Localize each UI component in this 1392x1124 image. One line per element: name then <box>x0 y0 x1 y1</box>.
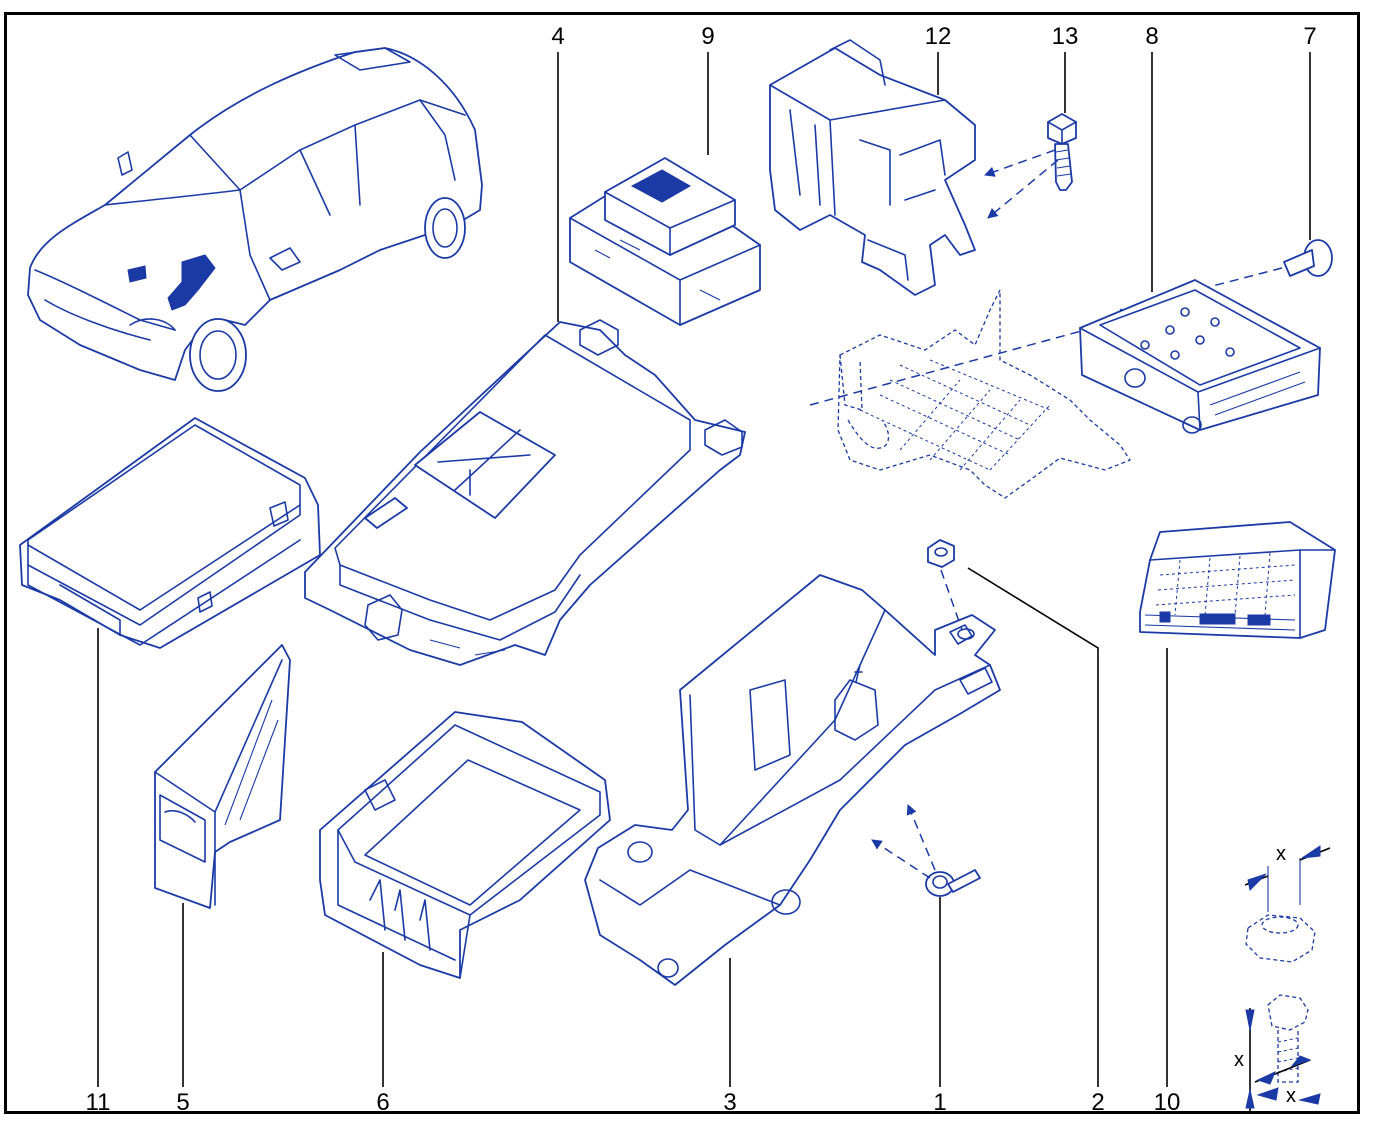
part-10-electronic-module <box>1139 521 1336 639</box>
callout-9: 9 <box>701 23 714 50</box>
bolt-dimension-x-left: x <box>1234 1049 1244 1071</box>
part-3-battery-tray <box>584 574 1001 986</box>
bolt-dimension-detail <box>1245 994 1321 1112</box>
callout-1: 1 <box>933 1089 946 1116</box>
part-1-bolt <box>871 804 981 897</box>
diagram-frame <box>4 12 1360 1114</box>
part-2-nut <box>927 539 975 640</box>
hidden-bracket-assembly <box>809 289 1131 499</box>
callout-13: 13 <box>1052 23 1079 50</box>
part-13-bolt <box>984 113 1077 219</box>
vehicle-location-view <box>27 47 483 392</box>
leader-lines <box>97 52 1311 1087</box>
callout-6: 6 <box>376 1089 389 1116</box>
nut-dimension-detail <box>1244 845 1331 963</box>
part-8-control-unit <box>1079 279 1321 434</box>
part-12-bracket <box>769 39 976 296</box>
part-5-panel <box>154 644 291 909</box>
callout-11: 11 <box>86 1089 111 1116</box>
bolt-dimension-x-bottom: x <box>1286 1085 1296 1107</box>
callout-7: 7 <box>1303 23 1316 50</box>
part-4-cover <box>304 319 746 666</box>
callout-2: 2 <box>1091 1089 1104 1116</box>
dimension-labels: x x x <box>1234 843 1296 1107</box>
callout-labels: 4 9 12 13 8 7 11 5 6 3 1 2 10 <box>86 23 1317 1116</box>
callout-10: 10 <box>1154 1089 1181 1116</box>
part-9-module <box>569 157 761 326</box>
callout-8: 8 <box>1145 23 1158 50</box>
callout-12: 12 <box>925 23 952 50</box>
part-6-tray <box>319 711 611 979</box>
part-11-box <box>19 417 321 649</box>
callout-3: 3 <box>723 1089 736 1116</box>
callout-4: 4 <box>551 23 564 50</box>
nut-dimension-x: x <box>1276 843 1286 865</box>
leader-2 <box>967 567 1099 1087</box>
callout-5: 5 <box>176 1089 189 1116</box>
